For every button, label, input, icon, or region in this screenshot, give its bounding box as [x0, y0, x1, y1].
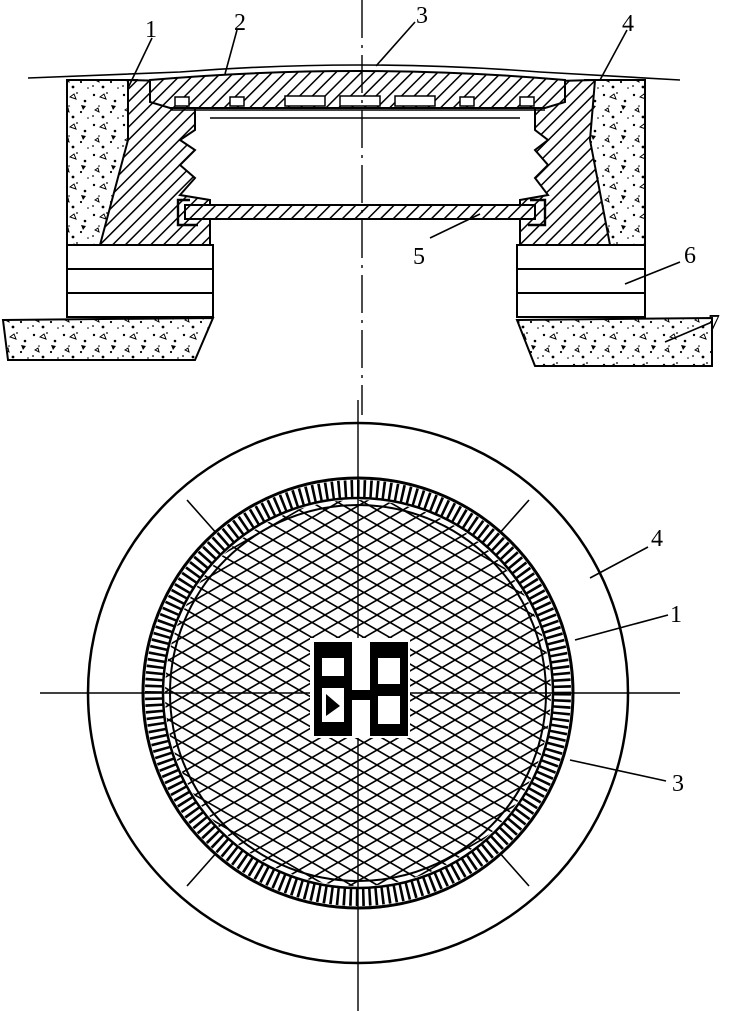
cover-ribs [174, 95, 535, 107]
plate-bracket-left [176, 198, 198, 227]
section-view: 1 2 3 4 5 6 7 [1, 0, 720, 415]
brick-courses [66, 244, 646, 318]
plan-callout-3: 3 [672, 771, 684, 797]
base-slab-left [1, 316, 215, 361]
road-surface-line [27, 64, 681, 81]
callout-1: 1 [145, 17, 157, 43]
inner-plate [184, 204, 536, 220]
callout-5: 5 [413, 244, 425, 270]
section-leaders [127, 21, 713, 343]
base-slab-right [515, 316, 713, 367]
callout-4: 4 [622, 11, 634, 37]
surround-joints [186, 499, 530, 887]
callout-7: 7 [708, 311, 720, 337]
manhole-cover-emblem-icon [310, 638, 410, 738]
callout-6: 6 [684, 243, 696, 269]
callout-3: 3 [416, 3, 428, 29]
plan-callout-1: 1 [670, 602, 682, 628]
plate-bracket-right [528, 198, 547, 227]
plan-leaders [569, 546, 669, 782]
plan-view: 4 1 3 [40, 400, 684, 1011]
callout-2: 2 [234, 10, 246, 36]
plan-callout-4: 4 [651, 526, 663, 552]
